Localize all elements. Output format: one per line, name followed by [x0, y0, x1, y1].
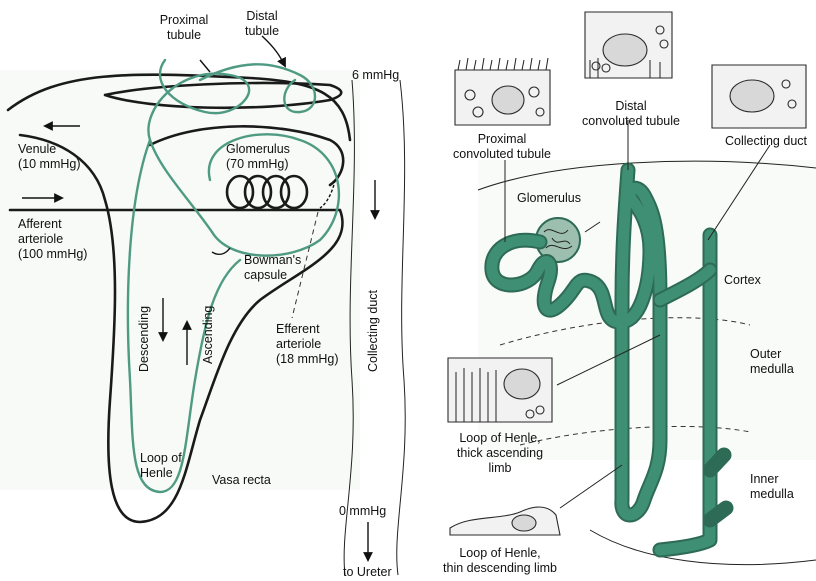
label-line: 0 mmHg [339, 504, 386, 518]
label-line: (70 mmHg) [226, 157, 289, 171]
thin-descending-cell-illustration [450, 507, 560, 535]
thick-ascending-cell-illustration [448, 358, 552, 422]
label-glomerulus-right: Glomerulus [517, 191, 581, 205]
label-vasa-recta: Vasa recta [212, 473, 271, 487]
label-line: convoluted tubule [453, 147, 551, 161]
label-line: Collecting duct [725, 134, 808, 148]
label-line: thick ascending [457, 446, 543, 460]
label-line: Loop of Henle, [459, 431, 540, 445]
label-line: Proximal [478, 132, 527, 146]
label-collecting-duct-vertical: Collecting duct [366, 289, 380, 372]
label-line: to Ureter [343, 565, 392, 579]
label-ascending: Ascending [201, 306, 215, 364]
label-line: convoluted tubule [582, 114, 680, 128]
label-line: arteriole [276, 337, 321, 351]
label-line: (100 mmHg) [18, 247, 87, 261]
label-line: limb [489, 461, 512, 475]
label-line: Venule [18, 142, 56, 156]
label-line: Distal [246, 9, 277, 23]
label-line: tubule [245, 24, 279, 38]
label-line: Cortex [724, 273, 762, 287]
label-line: Descending [137, 306, 151, 372]
label-line: medulla [750, 362, 794, 376]
label-line: Loop of Henle, [459, 546, 540, 560]
label-line: Henle [140, 466, 173, 480]
label-line: Vasa recta [212, 473, 271, 487]
label-line: Outer [750, 347, 781, 361]
label-line: arteriole [18, 232, 63, 246]
label-line: Distal [615, 99, 646, 113]
label-line: Loop of [140, 451, 182, 465]
label-line: capsule [244, 268, 287, 282]
label-pressure-bottom: 0 mmHg [339, 504, 386, 518]
label-line: Afferent [18, 217, 62, 231]
label-line: Glomerulus [226, 142, 290, 156]
label-line: (10 mmHg) [18, 157, 81, 171]
collecting-duct-cell-illustration [712, 65, 806, 128]
label-collecting-duct: Collecting duct [725, 134, 808, 148]
label-pressure-top: 6 mmHg [352, 68, 399, 82]
collecting-duct-wall-right [397, 80, 405, 575]
proximal-tubule-cell-illustration [455, 58, 550, 125]
label-line: Glomerulus [517, 191, 581, 205]
label-cortex: Cortex [724, 273, 762, 287]
label-line: Bowman's [244, 253, 301, 267]
label-line: tubule [167, 28, 201, 42]
label-line: Efferent [276, 322, 320, 336]
label-line: Proximal [160, 13, 209, 27]
label-thin-descending-limb: Loop of Henle,thin descending limb [443, 546, 557, 575]
label-line: Ascending [201, 306, 215, 364]
label-to-ureter: to Ureter [343, 565, 392, 579]
label-line: Collecting duct [366, 289, 380, 372]
label-line: medulla [750, 487, 794, 501]
label-line: (18 mmHg) [276, 352, 339, 366]
label-line: Inner [750, 472, 779, 486]
label-glomerulus: Glomerulus(70 mmHg) [226, 142, 290, 171]
distal-tubule-cell-illustration [585, 12, 672, 78]
label-descending: Descending [137, 306, 151, 372]
label-line: thin descending limb [443, 561, 557, 575]
label-line: 6 mmHg [352, 68, 399, 82]
